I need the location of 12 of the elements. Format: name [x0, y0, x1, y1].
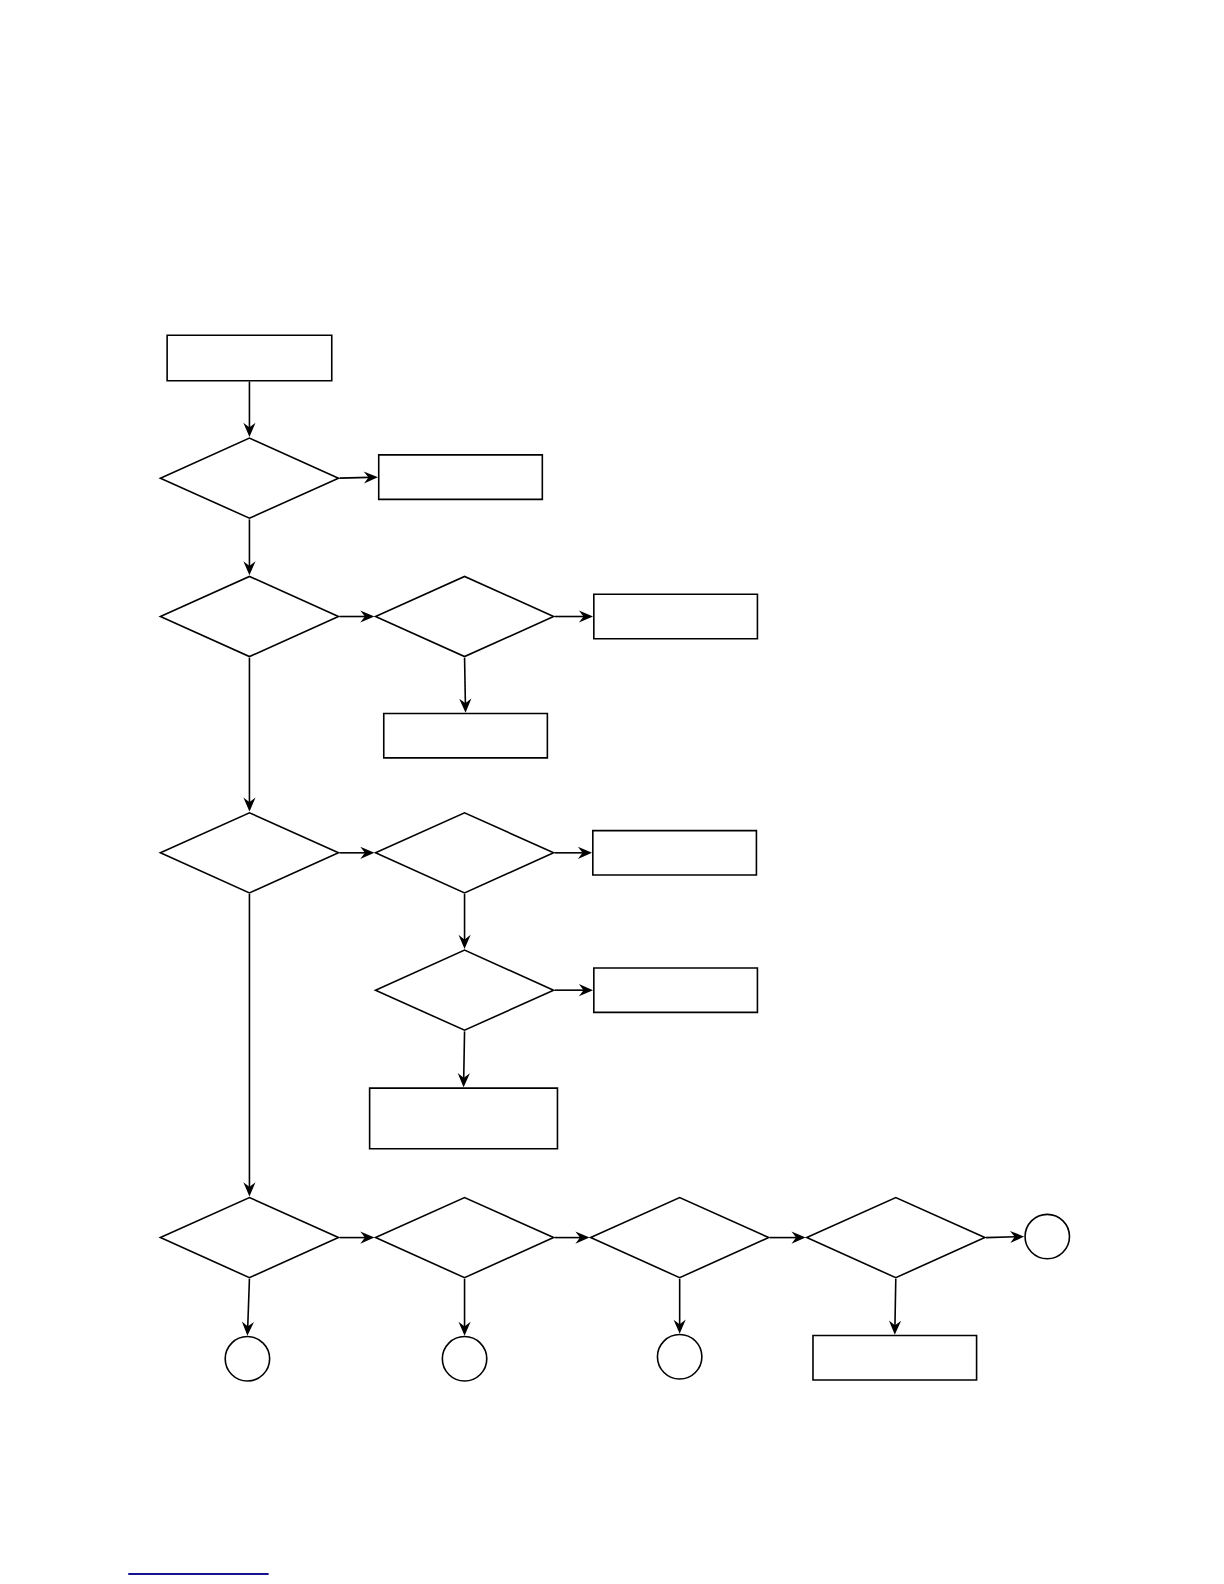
process-box	[812, 1334, 978, 1381]
process-box	[593, 593, 759, 640]
process-box	[592, 829, 758, 876]
connector-circle	[224, 1335, 271, 1382]
process-box	[593, 967, 759, 1014]
process-box	[382, 712, 549, 759]
connector-circle	[441, 1335, 488, 1382]
connector-circle	[1024, 1213, 1071, 1260]
process-box	[166, 334, 333, 382]
process-box	[377, 454, 544, 501]
process-box	[368, 1087, 559, 1150]
connector-circle	[656, 1333, 703, 1380]
